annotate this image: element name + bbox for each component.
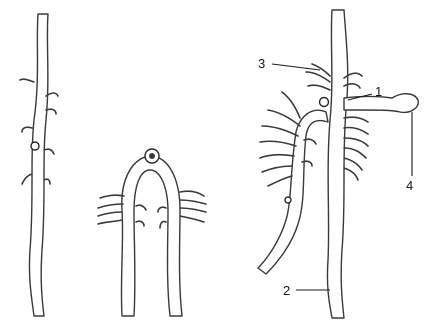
callout-2: 2 <box>283 283 290 298</box>
filament-c-branch-nodule <box>285 197 291 203</box>
filament-c-branch <box>258 110 328 274</box>
filament-a-body <box>29 14 48 316</box>
filament-c-main <box>327 10 347 318</box>
callout-3: 3 <box>258 56 265 71</box>
callout-4: 4 <box>406 178 413 193</box>
filament-c-main-hairs-right <box>344 117 368 180</box>
figure-a-single-filament <box>20 14 58 316</box>
filament-b-body <box>121 156 182 316</box>
filament-c-nodule <box>320 98 329 107</box>
filament-c-branch-hairs <box>260 92 316 186</box>
figure-b-u-filament <box>98 149 206 316</box>
callout-1: 1 <box>375 84 382 99</box>
filament-b-hairs-right <box>158 191 206 228</box>
filament-b-nodule-core <box>149 153 155 159</box>
filament-a-nodule <box>31 142 39 150</box>
figure-c-labeled-structure: 1 2 3 4 <box>258 10 418 318</box>
